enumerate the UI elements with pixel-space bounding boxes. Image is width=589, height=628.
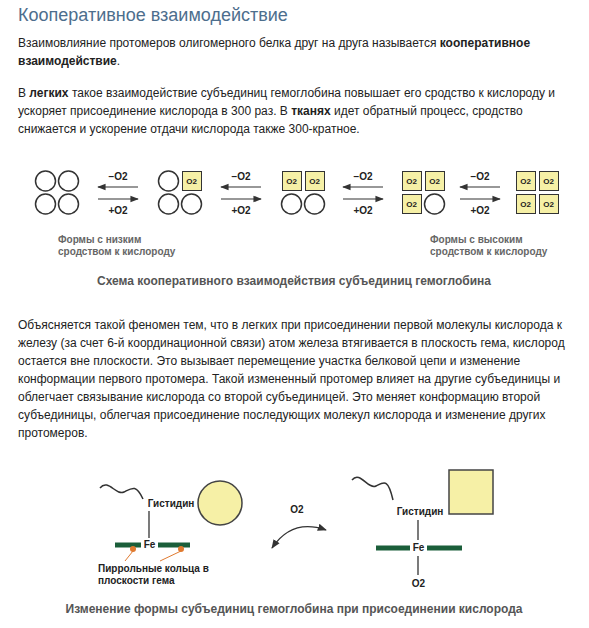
node-text: O2 [186, 177, 197, 186]
subunit-circle [282, 194, 302, 214]
leader-line [125, 551, 133, 561]
subunit-circle [36, 194, 56, 214]
heme-plane [427, 546, 462, 551]
subunit-circle [59, 194, 79, 214]
subunit-circle [198, 481, 242, 525]
body-text: . [117, 54, 120, 68]
paragraph: В легких такое взаимодействие субъединиц… [18, 84, 574, 138]
node-text: O2 [406, 177, 417, 186]
reaction-label: −O2 [108, 171, 127, 183]
arrow [98, 186, 138, 187]
node-text: O2 [406, 200, 417, 209]
oxygen-square: O2 [516, 194, 536, 214]
reaction-label: −O2 [470, 171, 489, 183]
bond-line [417, 520, 418, 540]
body-text: В [18, 86, 29, 100]
oxygen-square: O2 [282, 171, 302, 191]
arrow [460, 198, 500, 199]
oxygen-square: O2 [539, 171, 559, 191]
reaction-label: +O2 [108, 205, 127, 217]
page-title: Кооперативное взаимодействие [18, 5, 288, 26]
subunit-circle [305, 194, 325, 214]
oxygen-square: O2 [402, 171, 422, 191]
paragraph: Объясняется такой феномен тем, что в лег… [18, 316, 574, 442]
node-text: O2 [543, 177, 554, 186]
leader-line [160, 551, 181, 561]
reaction-label: +O2 [470, 205, 489, 217]
figure-caption: Изменение формы субъединиц гемоглобина п… [66, 602, 523, 616]
oxygen-square: O2 [516, 171, 536, 191]
oxygen-square: O2 [539, 194, 559, 214]
subunit-circle [159, 171, 179, 191]
heme-plane [158, 543, 190, 548]
heme-plane [115, 543, 141, 548]
node-text: O2 [429, 177, 440, 186]
paragraph: Взаимовлияние протомеров олигомерного бе… [18, 34, 574, 70]
body-text: легких [29, 86, 68, 100]
legend-note: Формы с высоким сродством к кислороду [430, 234, 565, 258]
node-text: O2 [309, 177, 320, 186]
oxygen-square: O2 [182, 171, 202, 191]
legend-note: Формы с низким сродством к кислороду [58, 234, 193, 258]
arrow [98, 198, 138, 199]
subunit-circle [59, 171, 79, 191]
part-label: Fe [412, 542, 426, 554]
reaction-label: +O2 [231, 205, 250, 217]
part-label: Гистидин [148, 498, 195, 510]
arrow [460, 186, 500, 187]
bond-line [417, 556, 418, 575]
part-label: Пиррольные кольца в плоскости гема [98, 563, 223, 587]
oxygen-square: O2 [305, 171, 325, 191]
subunit-circle [159, 194, 179, 214]
subunit-circle [182, 194, 202, 214]
oxygen-square: O2 [425, 171, 445, 191]
arrow [343, 186, 383, 187]
body-text: Объясняется такой феномен тем, что в лег… [18, 318, 565, 440]
protein-chain [100, 485, 143, 499]
oxygen-square: O2 [402, 194, 422, 214]
subunit-circle [425, 194, 445, 214]
part-label: O2 [412, 578, 425, 590]
part-label: Fe [143, 539, 157, 551]
part-label: Гистидин [397, 506, 444, 518]
heme-plane [376, 546, 410, 551]
node-text: O2 [520, 200, 531, 209]
node-text: O2 [286, 177, 297, 186]
part-label: O2 [290, 504, 303, 516]
node-text: O2 [543, 200, 554, 209]
body-text: Взаимовлияние протомеров олигомерного бе… [18, 36, 440, 50]
figure-caption: Схема кооперативного взаимодействия субъ… [97, 274, 491, 288]
curved-arrow [272, 527, 326, 548]
reaction-label: −O2 [353, 171, 372, 183]
protein-chain [352, 477, 393, 500]
subunit-circle [36, 171, 56, 191]
subunit-square [449, 470, 493, 514]
body-text: тканях [291, 104, 330, 118]
reaction-label: +O2 [353, 205, 372, 217]
arrow [221, 198, 261, 199]
node-text: O2 [520, 177, 531, 186]
reaction-label: −O2 [231, 171, 250, 183]
arrow [221, 186, 261, 187]
bond-line [148, 511, 149, 538]
arrow [343, 198, 383, 199]
